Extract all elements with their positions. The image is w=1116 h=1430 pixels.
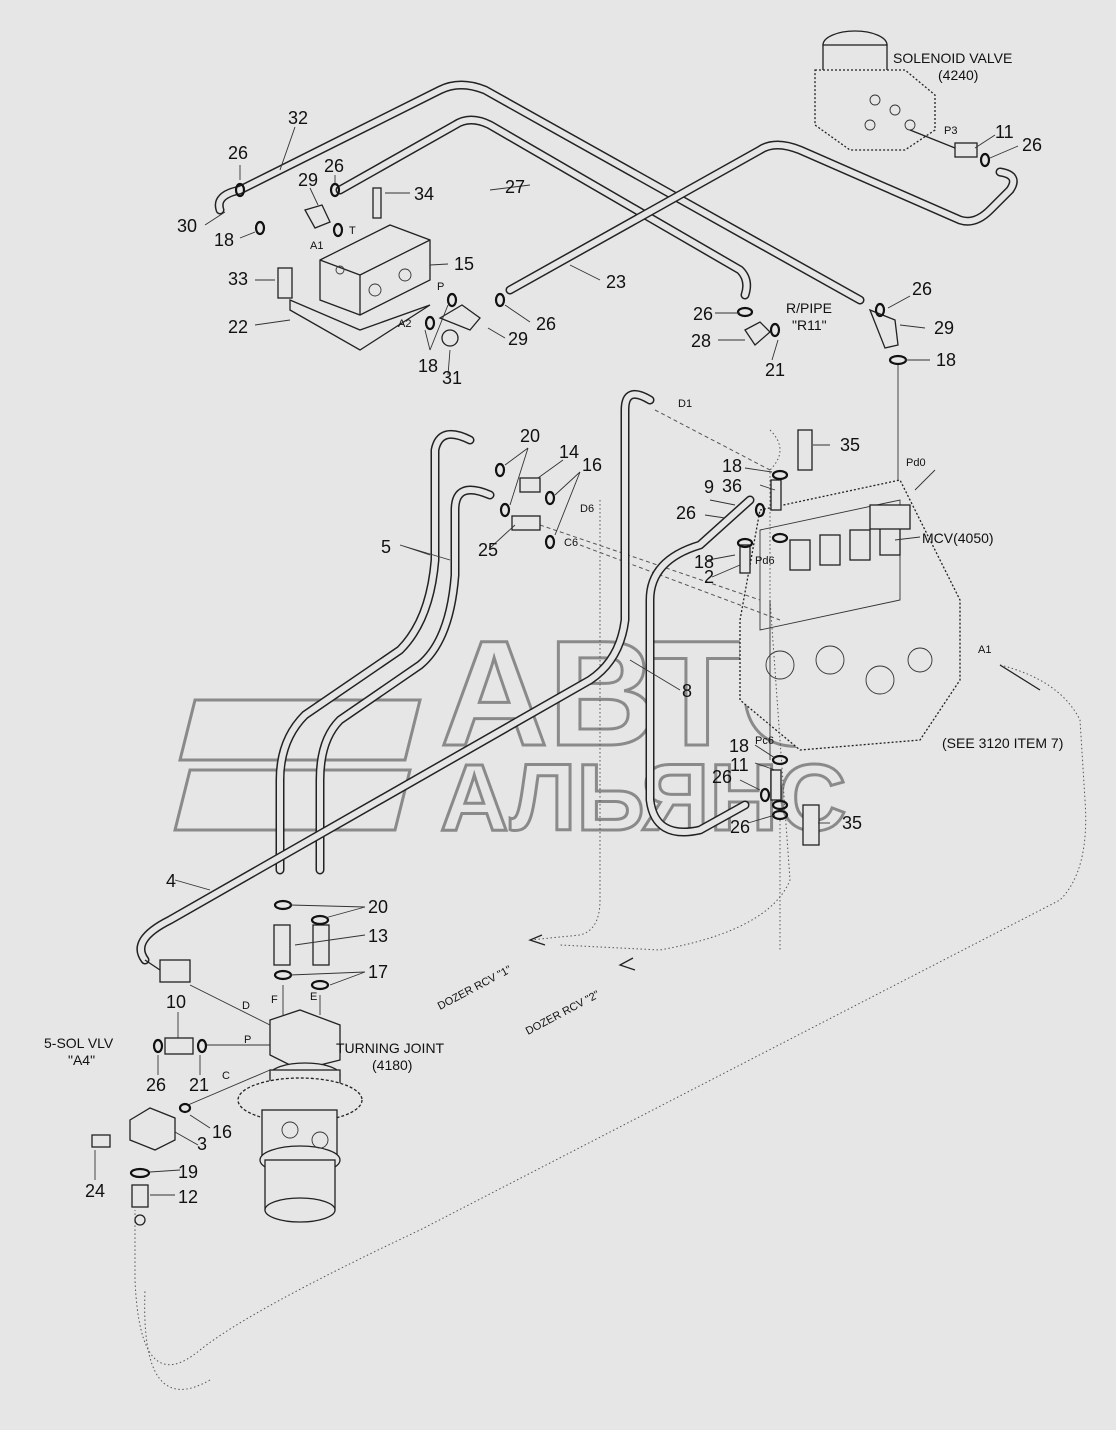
- callout-27: 27: [505, 177, 525, 197]
- callout-24: 24: [85, 1181, 105, 1201]
- mcv-name: MCV(4050): [922, 530, 994, 546]
- callout-16: 16: [212, 1122, 232, 1142]
- solenoid-valve-4240: [814, 30, 936, 151]
- see-note: (SEE 3120 ITEM 7): [942, 735, 1063, 751]
- hoses-middle: [136, 389, 755, 965]
- callout-16: 16: [582, 455, 602, 475]
- solenoid-valve-name: SOLENOID VALVE: [893, 50, 1012, 66]
- callout-35: 35: [842, 813, 862, 833]
- callout-26: 26: [730, 817, 750, 837]
- callout-31: 31: [442, 368, 462, 388]
- callout-22: 22: [228, 317, 248, 337]
- callout-26: 26: [693, 304, 713, 324]
- turning-joint-ref: (4180): [372, 1057, 412, 1073]
- port-C: C: [222, 1070, 230, 1082]
- callout-15: 15: [454, 254, 474, 274]
- callout-26: 26: [912, 279, 932, 299]
- callout-11: 11: [730, 755, 749, 775]
- callout-36: 36: [722, 476, 742, 496]
- callout-26: 26: [712, 767, 732, 787]
- dozer-rcv-2: DOZER RCV "2": [524, 989, 602, 1038]
- sol-vlv-line2: "A4": [68, 1052, 95, 1068]
- callout-18: 18: [729, 736, 749, 756]
- callout-18: 18: [722, 456, 742, 476]
- port-A2: A2: [398, 318, 411, 330]
- port-F: F: [271, 994, 278, 1006]
- callout-26: 26: [324, 156, 344, 176]
- callout-3: 3: [197, 1134, 207, 1154]
- port-A1-block: A1: [310, 240, 323, 252]
- turning-joint-name: TURNING JOINT: [336, 1040, 445, 1056]
- valve-block-15: [277, 187, 481, 351]
- watermark-logo: [173, 698, 422, 832]
- callout-23: 23: [606, 272, 626, 292]
- port-D6: D6: [580, 503, 594, 515]
- port-labels: P3 A1 T P A2 D1 D6 C6 Pd6 Pd0 A1 Pc6 D F…: [222, 125, 991, 1082]
- port-Pc6: Pc6: [755, 735, 774, 747]
- callout-5: 5: [381, 537, 391, 557]
- callout-21: 21: [189, 1075, 209, 1095]
- callout-25: 25: [478, 540, 498, 560]
- port-T: T: [349, 225, 356, 237]
- callout-18: 18: [694, 552, 714, 572]
- callout-11: 11: [995, 122, 1014, 142]
- callout-34: 34: [414, 184, 434, 204]
- callout-21: 21: [765, 360, 785, 380]
- callout-2: 2: [704, 567, 714, 587]
- callout-33: 33: [228, 269, 248, 289]
- callout-29: 29: [934, 318, 954, 338]
- dozer-rcv-1: DOZER RCV "1": [436, 964, 514, 1013]
- callout-29: 29: [508, 329, 528, 349]
- callout-26: 26: [228, 143, 248, 163]
- port-P: P: [437, 281, 444, 293]
- port-E: E: [310, 991, 317, 1003]
- callout-9: 9: [704, 477, 714, 497]
- callout-19: 19: [178, 1162, 198, 1182]
- callout-8: 8: [682, 681, 692, 701]
- port-D: D: [242, 1000, 250, 1012]
- port-Pd6: Pd6: [755, 555, 775, 567]
- callout-26: 26: [146, 1075, 166, 1095]
- port-Pd0: Pd0: [906, 457, 926, 469]
- callout-32: 32: [288, 108, 308, 128]
- callout-18: 18: [936, 350, 956, 370]
- callout-35: 35: [840, 435, 860, 455]
- port-A1-mcv: A1: [978, 644, 991, 656]
- callout-30: 30: [177, 216, 197, 236]
- hoses-upper: [214, 80, 1018, 305]
- callout-13: 13: [368, 926, 388, 946]
- turning-joint-4180: [237, 1009, 363, 1223]
- callout-20: 20: [368, 897, 388, 917]
- leader-lines: [94, 126, 1019, 1196]
- callout-18: 18: [418, 356, 438, 376]
- mcv-4050: [739, 479, 961, 751]
- sol-vlv-line1: 5-SOL VLV: [44, 1035, 114, 1051]
- callout-26: 26: [1022, 135, 1042, 155]
- callout-12: 12: [178, 1187, 198, 1207]
- port-D1: D1: [678, 398, 692, 410]
- callout-18: 18: [214, 230, 234, 250]
- callout-14: 14: [559, 442, 579, 462]
- rpipe-line2: "R11": [792, 317, 827, 333]
- callout-10: 10: [166, 992, 186, 1012]
- port-P-tj: P: [244, 1034, 251, 1046]
- port-C6: C6: [564, 537, 578, 549]
- solenoid-valve-ref: (4240): [938, 67, 978, 83]
- callout-20: 20: [520, 426, 540, 446]
- rpipe-line1: R/PIPE: [786, 300, 832, 316]
- callout-4: 4: [166, 871, 176, 891]
- callout-29: 29: [298, 170, 318, 190]
- callout-28: 28: [691, 331, 711, 351]
- callout-26: 26: [676, 503, 696, 523]
- callout-17: 17: [368, 962, 388, 982]
- port-P3: P3: [944, 125, 957, 137]
- callout-26: 26: [536, 314, 556, 334]
